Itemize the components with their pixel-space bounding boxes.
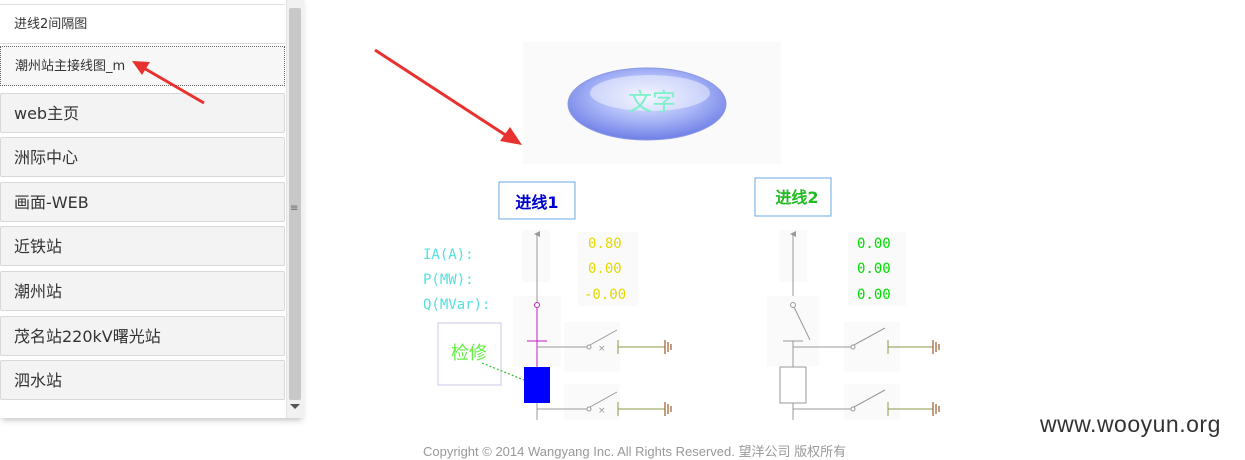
sidebar-scrollbar[interactable]: ≡ <box>286 0 304 418</box>
line1-values-panel <box>578 232 638 306</box>
line2-title: 进线2 <box>775 188 818 207</box>
line1-label-ia: IA(A): <box>423 247 474 263</box>
line2-earth-switch-top[interactable] <box>793 322 940 372</box>
bubble-text: 文字 <box>628 88 676 116</box>
annotation-arrow-large <box>374 48 522 145</box>
line1-value-ia: 0.80 <box>588 236 622 252</box>
line1-value-p: 0.00 <box>588 261 622 277</box>
sidebar-item-intercontinental[interactable]: 洲际中心 <box>0 137 285 177</box>
scrollbar-thumb[interactable]: ≡ <box>289 8 301 400</box>
sidebar-subitem-line2-bay[interactable]: 进线2间隔图 <box>0 4 285 44</box>
line1-arrow-bg <box>522 230 550 282</box>
sidebar-item-web-screen[interactable]: 画面-WEB <box>0 182 285 222</box>
scroll-down-icon[interactable] <box>290 404 300 409</box>
line2-value-q: 0.00 <box>857 287 891 303</box>
text-bubble[interactable]: 文字 <box>567 67 727 141</box>
line2-breaker[interactable] <box>779 366 807 404</box>
line1-label-p: P(MW): <box>423 272 474 288</box>
watermark: www.wooyun.org <box>1040 411 1221 437</box>
line1-earth-switch-bottom[interactable]: × <box>537 384 672 420</box>
line1-status: 检修 <box>451 343 487 364</box>
sidebar-subitem-chaozhou-main[interactable]: 潮州站主接线图_m <box>0 46 285 86</box>
line1-title-box[interactable] <box>498 181 576 220</box>
line1-value-q: -0.00 <box>584 287 626 303</box>
sidebar-item-maoming[interactable]: 茂名站220kV曙光站 <box>0 316 285 356</box>
line2-title-box[interactable] <box>754 177 832 217</box>
line1-label-q: Q(MVar): <box>423 297 490 313</box>
svg-text:×: × <box>598 406 606 416</box>
sidebar-item-sishui[interactable]: 泗水站 <box>0 360 285 400</box>
line2-earth-switch-bottom[interactable] <box>793 384 940 420</box>
footer-copyright: Copyright © 2014 Wangyang Inc. All Right… <box>423 444 847 459</box>
sidebar-item-jintie[interactable]: 近铁站 <box>0 226 285 266</box>
line1-status-box[interactable] <box>437 322 502 386</box>
svg-text:×: × <box>598 344 606 354</box>
annotation-arrow-small <box>132 61 205 105</box>
sidebar: 进线2间隔图 潮州站主接线图_m web主页 洲际中心 画面-WEB 近铁站 潮… <box>0 0 304 418</box>
line1-title: 进线1 <box>515 193 558 212</box>
grip-icon: ≡ <box>290 203 299 214</box>
line1-earth-switch-top[interactable]: × <box>537 322 672 372</box>
sidebar-item-chaozhou[interactable]: 潮州站 <box>0 271 285 311</box>
line2-values-panel <box>848 232 906 306</box>
line2-value-p: 0.00 <box>857 261 891 277</box>
line1-disconnector[interactable] <box>534 302 540 308</box>
line1-breaker[interactable] <box>524 367 550 403</box>
sidebar-item-web-home[interactable]: web主页 <box>0 93 285 133</box>
line2-value-ia: 0.00 <box>857 236 891 252</box>
